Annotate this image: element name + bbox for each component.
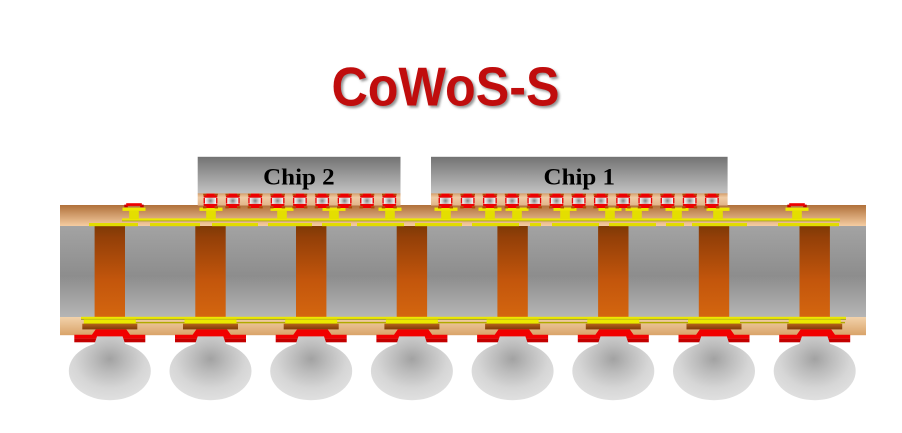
svg-text:CoWoS-S: CoWoS-S xyxy=(332,55,560,117)
svg-text:Chip 2: Chip 2 xyxy=(263,164,335,190)
svg-text:Chip 1: Chip 1 xyxy=(544,164,616,190)
